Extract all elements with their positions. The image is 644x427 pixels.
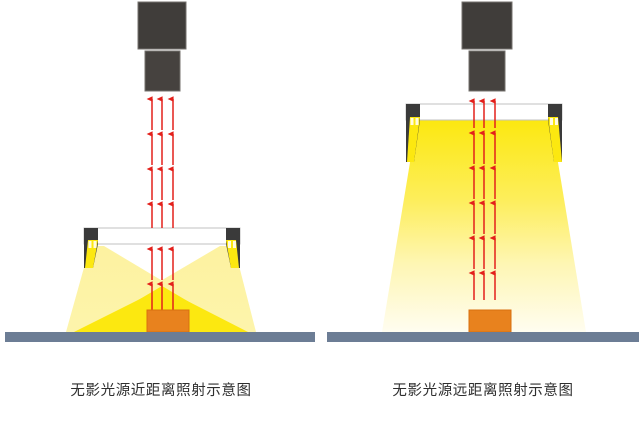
caption-far-distance: 无影光源远距离照射示意图	[392, 383, 574, 399]
camera-lens	[468, 50, 506, 92]
light-housing-right	[226, 228, 240, 268]
panel-near-distance: 无影光源近距离照射示意图	[0, 0, 322, 399]
conveyor-surface	[5, 332, 315, 342]
inspection-target	[468, 309, 512, 333]
led-emitter-right	[548, 117, 562, 162]
light-housing-left	[84, 228, 98, 268]
panel-far-distance: 无影光源远距离照射示意图	[322, 0, 644, 427]
figure-far-distance	[322, 0, 644, 360]
camera-body	[137, 1, 187, 50]
camera	[461, 1, 513, 92]
camera-lens	[144, 50, 181, 92]
light-housing-left	[406, 104, 420, 162]
caption-near-distance: 无影光源近距离照射示意图	[70, 383, 252, 399]
led-emitter-left	[407, 117, 420, 162]
figure-near-distance	[0, 0, 322, 360]
conveyor-surface	[327, 332, 639, 342]
light-diffuser-panel	[83, 227, 241, 245]
inspection-target	[146, 309, 190, 333]
light-source-assembly	[83, 227, 241, 268]
light-housing-right	[548, 104, 562, 162]
camera	[137, 1, 187, 92]
ray-arrows	[468, 98, 496, 300]
camera-body	[461, 1, 513, 50]
